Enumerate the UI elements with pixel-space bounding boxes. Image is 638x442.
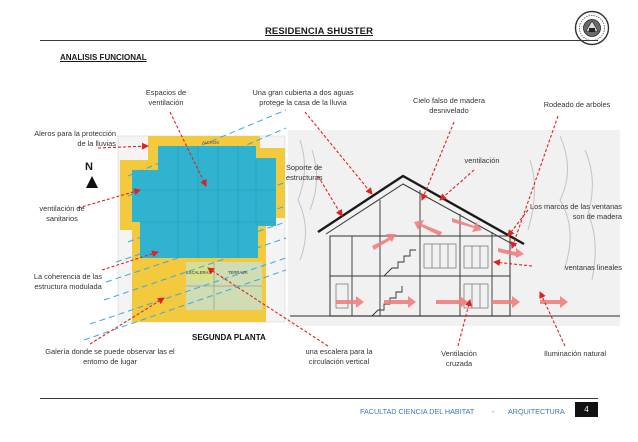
escaleras-tag: ESCALERAS <box>186 270 211 275</box>
terraza-tag: TERRAZA <box>228 270 248 275</box>
annotation-arrows <box>77 111 566 347</box>
footer-separator: - <box>492 407 495 416</box>
university-seal-icon <box>574 10 610 46</box>
section-subtitle: ANALISIS FUNCIONAL <box>60 53 147 62</box>
header-divider <box>40 40 598 41</box>
page-title: RESIDENCIA SHUSTER <box>264 26 374 37</box>
label-ventilacion-cruzada: Ventilación cruzada <box>441 349 477 368</box>
label-ventilacion: ventilación <box>464 156 500 165</box>
label-espacios-ventilacion: Espacios de ventilación <box>145 88 187 107</box>
label-rodeado-arboles: Rodeado de arboles <box>543 100 611 109</box>
footer-faculty: FACULTAD CIENCIA DEL HABITAT <box>360 407 475 416</box>
label-marcos-ventanas: Los marcos de las ventanas son de madera <box>529 202 622 221</box>
label-iluminacion-natural: Iluminación natural <box>543 349 607 358</box>
aleros-tag: ALEROS <box>202 140 219 145</box>
label-coherencia-estructura: La coherencia de las estructura modulada <box>33 272 103 291</box>
north-arrow-icon <box>86 176 98 188</box>
floor-plan <box>83 109 287 341</box>
section-drawing <box>288 130 620 326</box>
footer-school: ARQUITECTURA <box>508 407 565 416</box>
label-escalera-circulacion: una escalera para la circulación vertica… <box>305 347 373 366</box>
label-aleros-lluvias: Aleros para la protección de la lluvias <box>34 129 116 148</box>
plan-caption: SEGUNDA PLANTA <box>192 333 266 342</box>
label-soporte-estructuras: Soporte de estructuras <box>286 163 323 182</box>
ventilation-lines <box>83 109 287 341</box>
label-cubierta-dos-aguas: Una gran cubierta a dos aguas protege la… <box>252 88 354 107</box>
roof-area <box>132 146 276 258</box>
label-galeria: Galería donde se puede observar las el e… <box>45 347 175 366</box>
footer-divider <box>40 398 598 399</box>
label-ventilacion-sanitarios: ventilación de sanitarios <box>39 204 85 223</box>
label-cielo-falso: Cielo falso de madera desnivelado <box>413 96 485 115</box>
north-label: N <box>85 161 93 173</box>
page-number: 4 <box>575 402 598 417</box>
label-ventanas-lineales: ventanas lineales <box>564 263 622 272</box>
